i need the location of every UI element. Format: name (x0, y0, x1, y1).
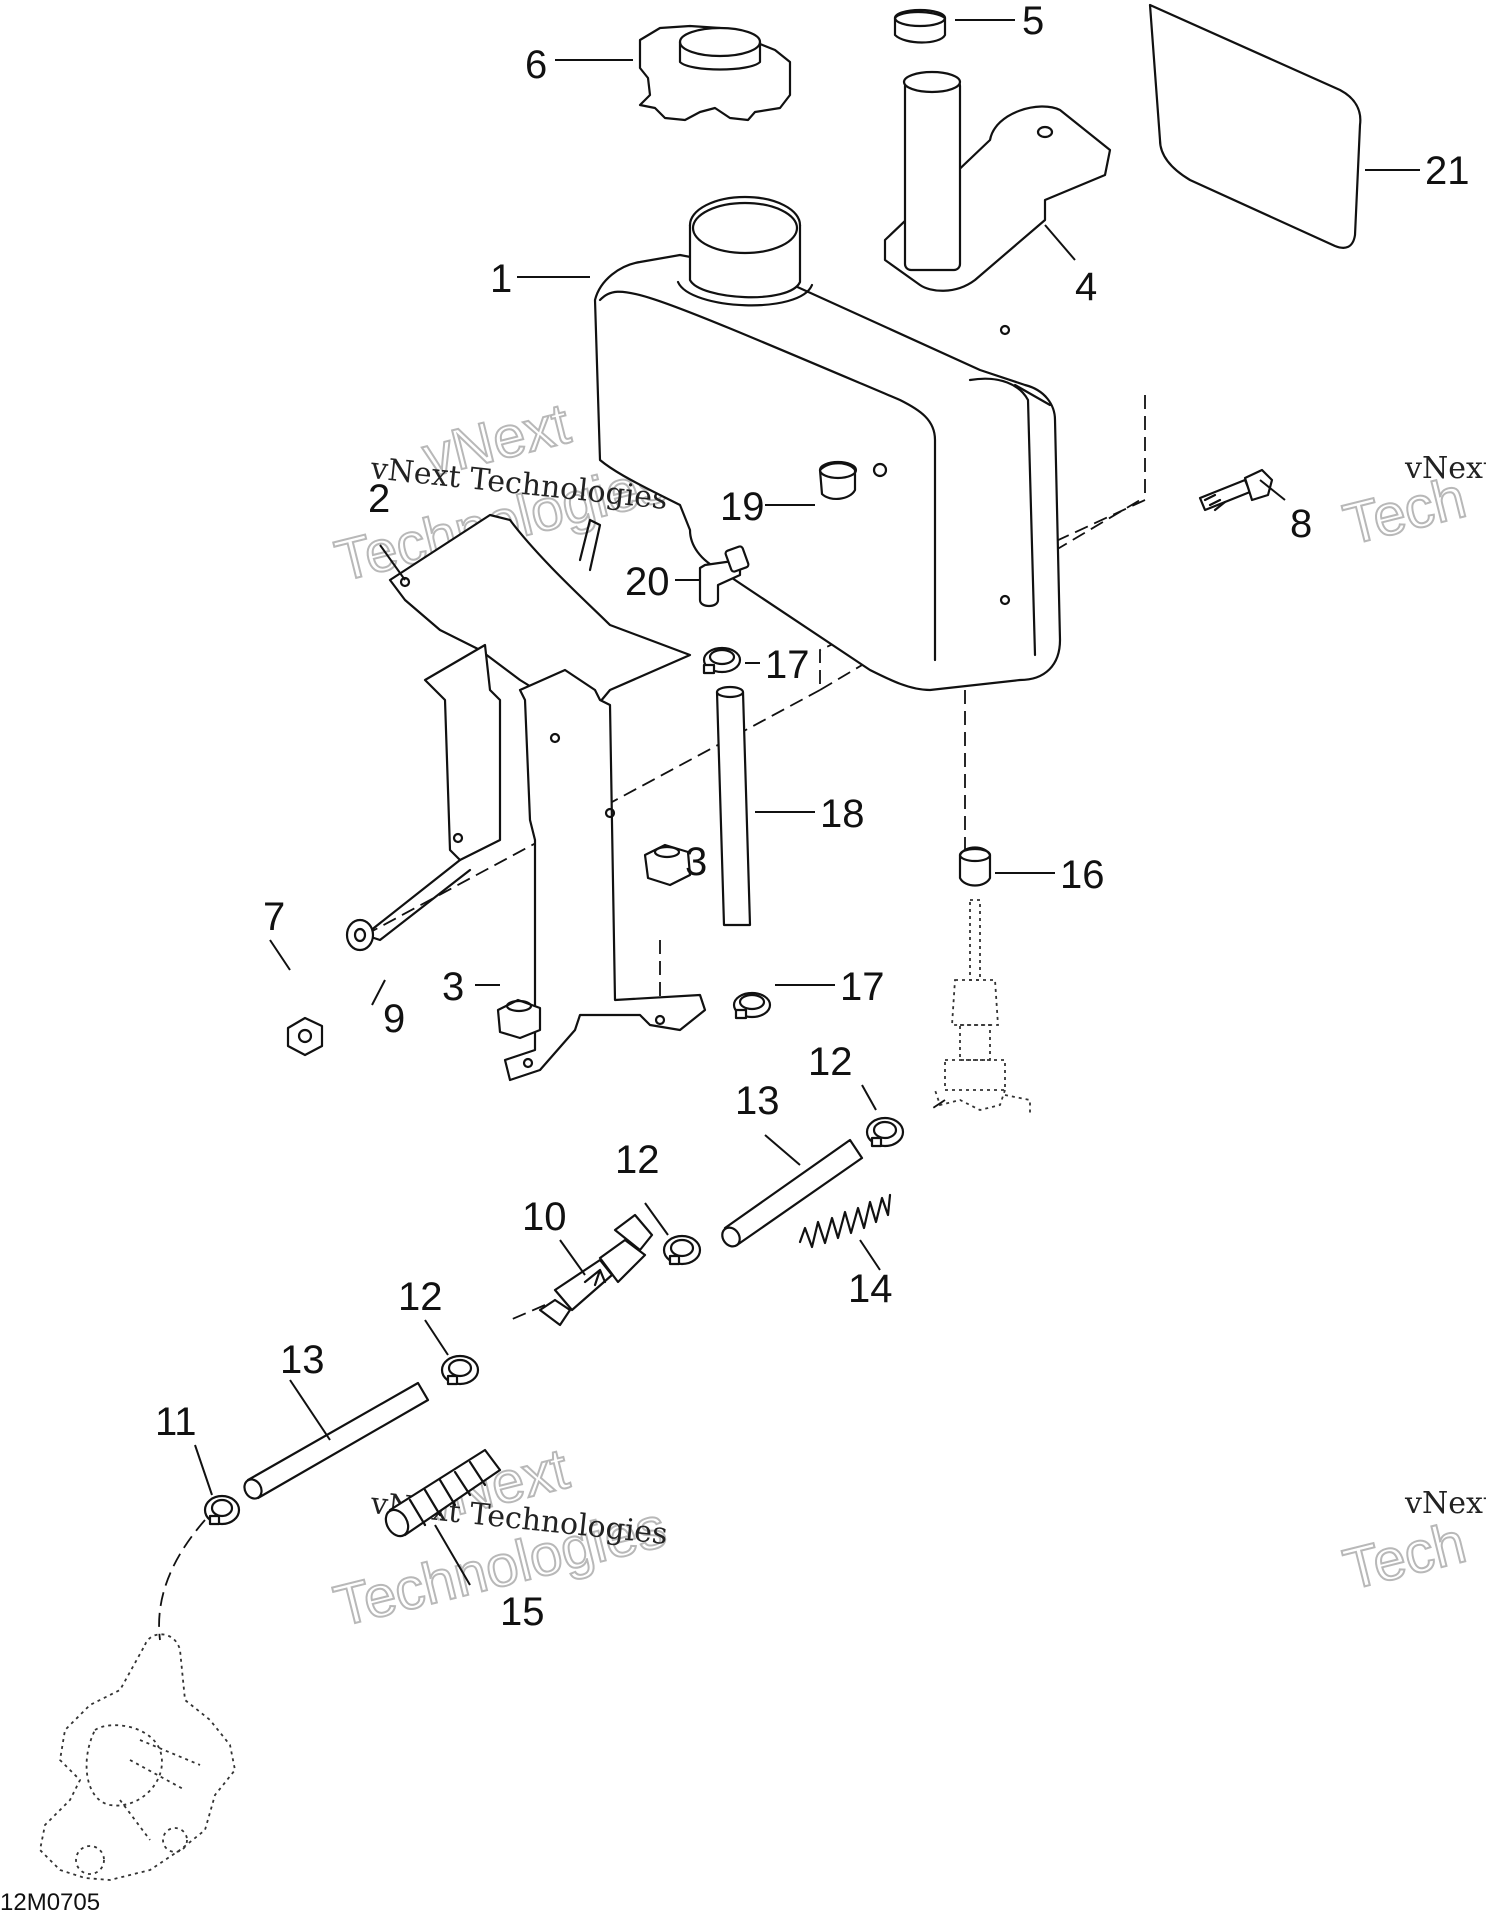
callout-6: 6 (525, 43, 547, 87)
callout-7: 7 (263, 895, 285, 939)
grommet-part (893, 8, 947, 44)
callout-3-upper: 3 (685, 840, 707, 884)
callout-12-middle: 12 (615, 1138, 660, 1182)
vent-hose-part (715, 685, 752, 927)
callout-2: 2 (368, 477, 390, 521)
end-clamp-part (203, 1494, 241, 1526)
fuel-filter-part (538, 1213, 654, 1327)
hose-clamp-lower-part (732, 991, 772, 1020)
outlet-grommet-part (958, 846, 992, 887)
callout-10: 10 (522, 1195, 567, 1239)
fuel-valve-ghost-part (934, 899, 1031, 1115)
fuel-line-clamp-middle-part (662, 1234, 702, 1266)
fuel-line-clamp-upper-part (865, 1116, 905, 1148)
callout-19: 19 (720, 485, 765, 529)
callout-12-upper: 12 (808, 1040, 853, 1084)
flange-nut-upper-part (643, 843, 692, 887)
callout-21: 21 (1425, 149, 1470, 193)
carburetor-ghost-part (39, 1633, 236, 1881)
callout-12-lower: 12 (398, 1275, 443, 1319)
callout-18: 18 (820, 792, 865, 836)
tank-grommet-part (818, 460, 858, 500)
callout-3-lower: 3 (442, 965, 464, 1009)
fuel-line-lower-part (243, 1381, 430, 1500)
watermark-edge-bottom: vNext (1404, 1486, 1486, 1521)
watermark-edge-top: vNext (1404, 451, 1486, 486)
fuel-tank-part (593, 195, 1062, 692)
callout-15: 15 (500, 1590, 545, 1634)
callout-8: 8 (1290, 502, 1312, 546)
spring-part (798, 1193, 892, 1249)
callout-1: 1 (490, 257, 512, 301)
callout-17-upper: 17 (765, 643, 810, 687)
callout-20: 20 (625, 560, 670, 604)
callout-numbers: 1 6 5 4 21 19 20 2 17 18 8 16 3 7 9 3 17… (155, 0, 1470, 1634)
callout-13-upper: 13 (735, 1079, 780, 1123)
tank-support-bracket-part (363, 513, 707, 1082)
flange-nut-lower-part (496, 998, 542, 1040)
fuel-line-upper-part (721, 1138, 864, 1248)
hose-clamp-upper-part (702, 646, 742, 675)
bolt-part (1198, 468, 1274, 512)
callout-16: 16 (1060, 853, 1105, 897)
watermark-edge-big-bottom: Tech (1337, 1510, 1472, 1603)
filler-neck-bracket-part (883, 70, 1112, 292)
callout-9: 9 (383, 997, 405, 1041)
elbow-fitting-part (698, 545, 750, 608)
callout-11: 11 (155, 1400, 197, 1444)
callout-17-lower: 17 (840, 965, 885, 1009)
spring-sleeve-part (384, 1448, 502, 1538)
decal-part (1148, 3, 1362, 249)
fuel-line-clamp-lower-part (440, 1354, 480, 1386)
drawing-code: 12M0705 (0, 1889, 100, 1915)
callout-14: 14 (848, 1267, 893, 1311)
washer-part (345, 918, 375, 952)
callout-4: 4 (1075, 265, 1097, 309)
callout-13-lower: 13 (280, 1338, 325, 1382)
fuel-cap-part (638, 24, 792, 122)
callout-5: 5 (1022, 0, 1044, 43)
watermark-edge-big-top: Tech (1337, 465, 1472, 558)
nut-part (286, 1016, 324, 1057)
leader-lines (194, 19, 1420, 1586)
